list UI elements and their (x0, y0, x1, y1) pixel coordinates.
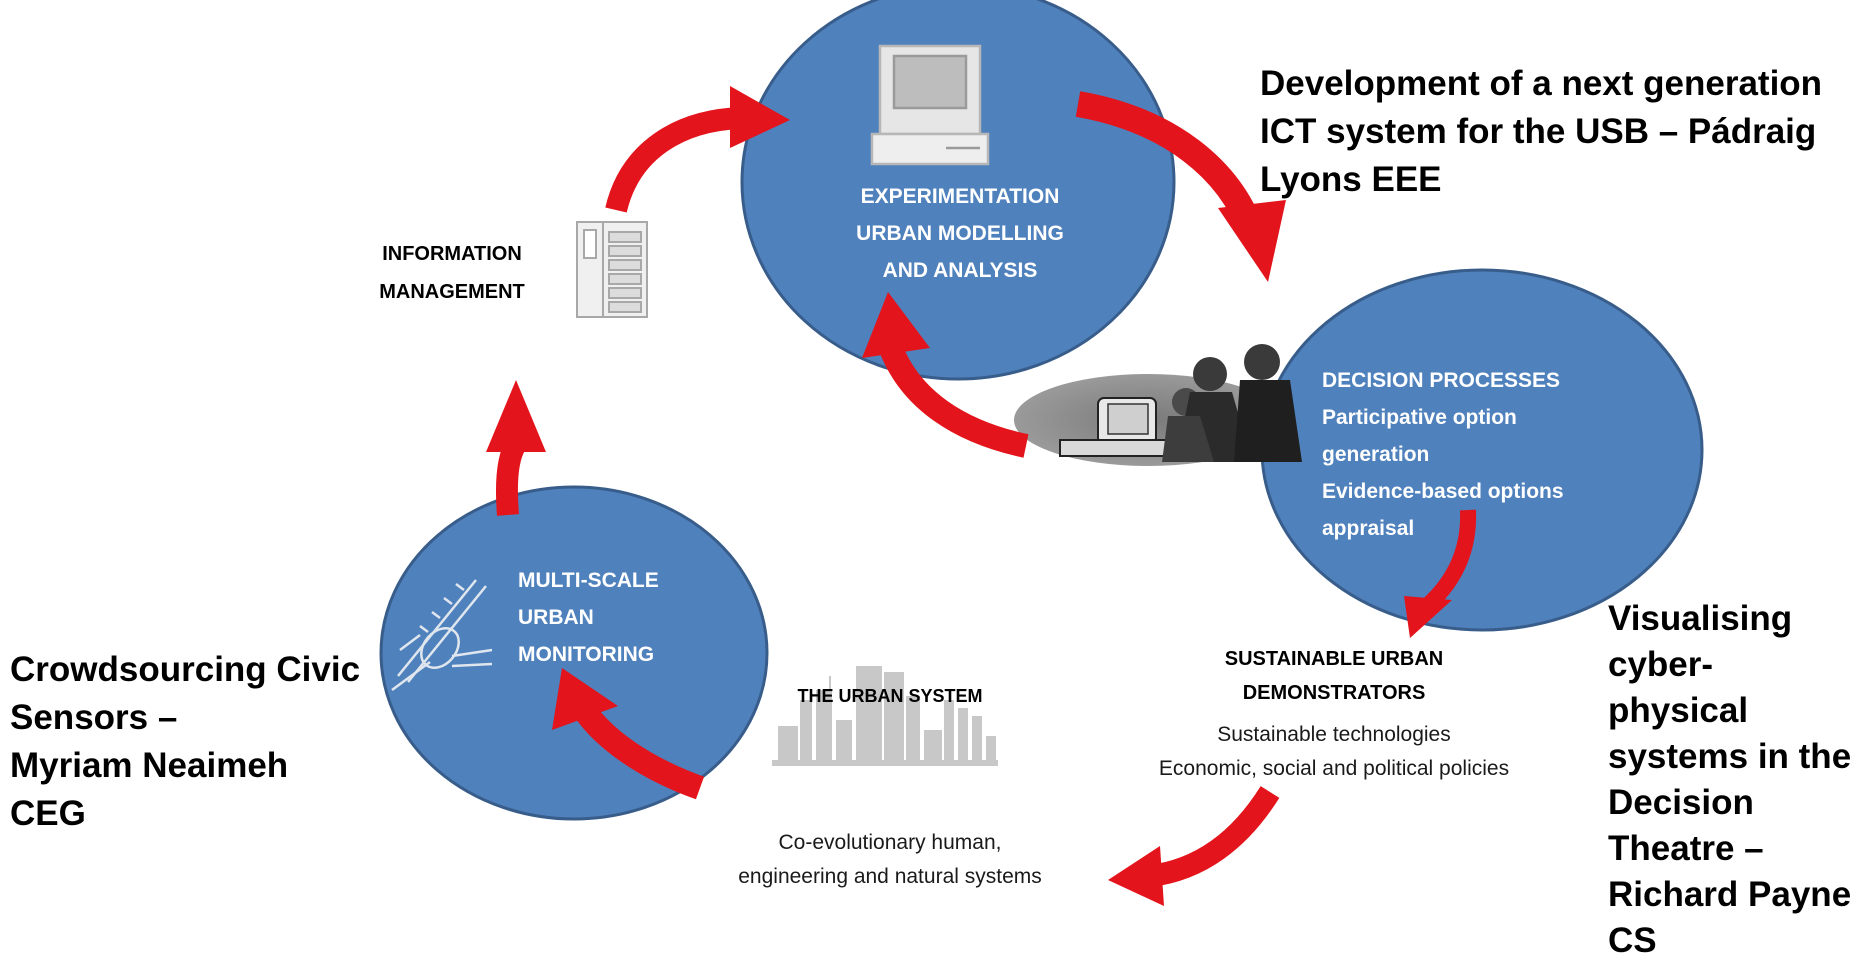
monitoring-line-3: MONITORING (518, 643, 655, 666)
decision-line-5: appraisal (1322, 517, 1415, 540)
crowdsourcing-caption-line-2: Sensors – (10, 698, 178, 737)
satellite-icon (391, 579, 493, 692)
arrowhead-experimentation-to-decision (1218, 200, 1286, 282)
arrowhead-info-to-experimentation (730, 86, 790, 148)
urban-system-title: THE URBAN SYSTEM (797, 686, 983, 706)
diagram-graphics (379, 0, 1704, 906)
monitoring-line-2: URBAN (518, 606, 594, 629)
visualising-caption-line-1: Visualising (1608, 599, 1793, 638)
demonstrators-desc-line-2: Economic, social and political policies (1158, 757, 1510, 780)
arrow-demonstrators-to-urban (1148, 786, 1280, 887)
decision-line-1: DECISION PROCESSES (1322, 369, 1561, 392)
demonstrators-desc-line-1: Sustainable technologies (1217, 723, 1451, 746)
experimentation-line-1: EXPERIMENTATION (860, 185, 1060, 208)
arrowhead-decision-to-experimentation (862, 292, 930, 358)
decision-line-4: Evidence-based options (1322, 480, 1564, 503)
experimentation-circle (740, 0, 1176, 381)
demonstrators-desc: Sustainable technologies Economic, socia… (1100, 718, 1568, 786)
visualising-caption-line-3: systems in the (1608, 737, 1852, 776)
city-skyline-icon (772, 666, 998, 766)
urban-system-desc-line-2: engineering and natural systems (738, 865, 1042, 888)
computer-icon (870, 44, 990, 166)
arrowhead-monitoring-to-info (486, 380, 546, 452)
visualising-caption-line-6: Richard Payne (1608, 875, 1852, 914)
arrowhead-decision-to-demonstrators (1404, 596, 1452, 638)
arrow-decision-to-experimentation (878, 341, 1029, 458)
information-line-1: INFORMATION (382, 243, 522, 265)
decision-line-2: Participative option (1322, 406, 1517, 429)
demonstrators-title-line-2: DEMONSTRATORS (1242, 682, 1426, 704)
visualising-caption-line-5: Theatre – (1608, 829, 1764, 868)
crowdsourcing-caption-line-3: Myriam Neaimeh (10, 746, 289, 785)
demonstrators-title-line-1: SUSTAINABLE URBAN (1224, 648, 1444, 670)
experimentation-line-3: AND ANALYSIS (882, 259, 1038, 282)
monitoring-label: MULTI-SCALE URBAN MONITORING (518, 562, 659, 673)
ict-caption: Development of a next generation ICT sys… (1260, 60, 1850, 204)
experimentation-line-2: URBAN MODELLING (856, 222, 1064, 245)
arrowhead-demonstrators-to-urban (1108, 846, 1164, 906)
monitoring-line-1: MULTI-SCALE (518, 569, 659, 592)
urban-system-desc: Co-evolutionary human, engineering and n… (690, 826, 1090, 894)
visualising-caption-line-7: CS (1608, 921, 1657, 960)
decision-line-3: generation (1322, 443, 1430, 466)
arrow-monitoring-to-info (495, 438, 526, 516)
arrowheads (486, 86, 1452, 906)
ict-caption-line-3: Lyons EEE (1260, 160, 1442, 199)
arrow-decision-to-demonstrators (1422, 509, 1477, 611)
people-at-computer-icon (1014, 344, 1302, 466)
visualising-caption-line-2: cyber-physical (1608, 645, 1749, 730)
decision-label: DECISION PROCESSES Participative option … (1322, 362, 1564, 547)
ict-caption-line-2: ICT system for the USB – Pádraig (1260, 112, 1817, 151)
information-label: INFORMATION MANAGEMENT (352, 235, 552, 311)
arrow-info-to-experimentation (605, 107, 743, 213)
experimentation-label: EXPERIMENTATION URBAN MODELLING AND ANAL… (830, 178, 1090, 289)
ict-caption-line-1: Development of a next generation (1260, 64, 1823, 103)
urban-system-desc-line-1: Co-evolutionary human, (778, 831, 1002, 854)
crowdsourcing-caption-line-1: Crowdsourcing Civic (10, 650, 361, 689)
visualising-caption: Visualising cyber-physical systems in th… (1608, 596, 1853, 964)
visualising-caption-line-4: Decision (1608, 783, 1754, 822)
demonstrators-title: SUSTAINABLE URBAN DEMONSTRATORS (1174, 642, 1494, 710)
server-cabinet-icon (576, 221, 648, 318)
cycle-diagram: EXPERIMENTATION URBAN MODELLING AND ANAL… (10, 0, 1851, 960)
crowdsourcing-caption: Crowdsourcing Civic Sensors – Myriam Nea… (10, 646, 390, 838)
monitoring-circle (379, 485, 769, 821)
arrowhead-urban-to-monitoring (552, 668, 618, 730)
crowdsourcing-caption-line-4: CEG (10, 794, 86, 833)
information-line-2: MANAGEMENT (379, 281, 525, 303)
